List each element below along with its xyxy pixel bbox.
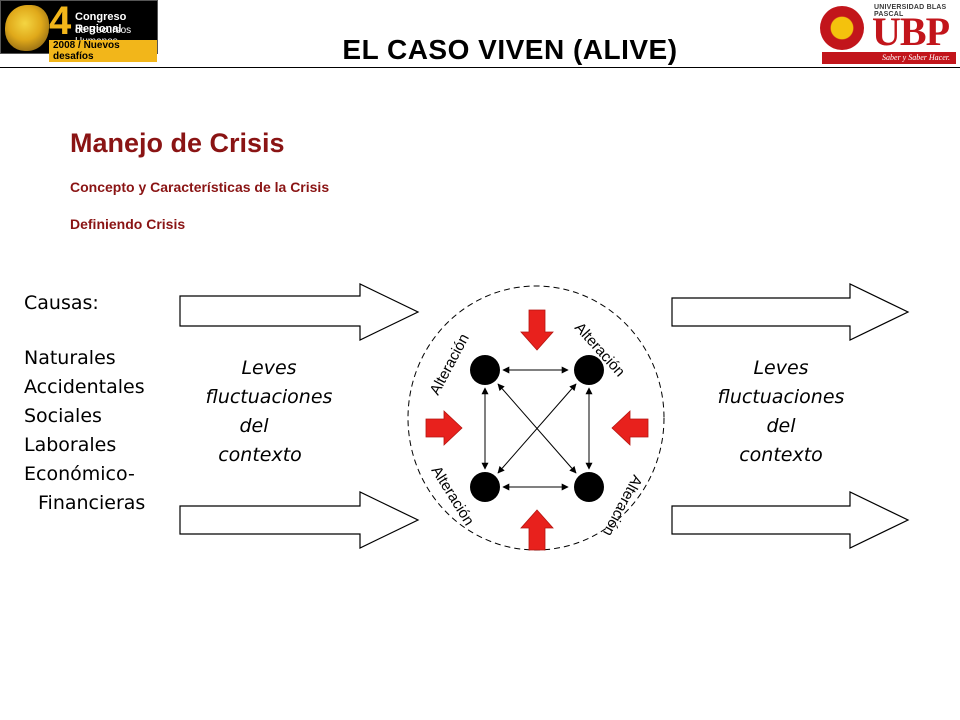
fluctuations-right-text: Leves fluctuaciones del contexto bbox=[700, 354, 862, 470]
fluctuations-right-line: del bbox=[766, 415, 796, 437]
fluctuations-left-line: fluctuaciones bbox=[205, 386, 333, 408]
congress-logo-line1: Congreso Regional bbox=[75, 11, 127, 35]
page-title: EL CASO VIVEN (ALIVE) bbox=[342, 34, 678, 65]
output-arrow-top bbox=[671, 283, 910, 341]
alteration-label-bottom-left: Alteración bbox=[428, 463, 478, 529]
node-bottom-left bbox=[470, 472, 500, 502]
fluctuations-left-line: Leves bbox=[241, 357, 297, 379]
red-arrow-left-icon bbox=[425, 410, 463, 446]
node-bottom-right bbox=[574, 472, 604, 502]
output-arrow-bottom bbox=[671, 491, 910, 549]
university-name: UNIVERSIDAD BLAS PASCAL bbox=[874, 4, 947, 18]
red-arrow-right-icon bbox=[611, 410, 649, 446]
cause-item: Accidentales bbox=[24, 376, 145, 398]
congress-emblem-icon bbox=[5, 5, 49, 51]
red-arrow-bottom-icon bbox=[520, 509, 554, 551]
node-top-left bbox=[470, 355, 500, 385]
congress-logo-number: 4 bbox=[49, 0, 72, 43]
connection-diagonal-up bbox=[497, 383, 577, 474]
node-top-right bbox=[574, 355, 604, 385]
alteration-label-bottom-right: Alteración bbox=[599, 472, 645, 539]
congress-logo: 4 Congreso Regional de Recursos Humanos … bbox=[0, 0, 158, 62]
alteration-label-top-left: Alteración bbox=[427, 331, 473, 398]
input-arrow-bottom bbox=[179, 491, 420, 549]
input-arrow-top bbox=[179, 283, 420, 341]
university-acronym: UBP bbox=[872, 9, 950, 54]
section-title: Manejo de Crisis bbox=[70, 128, 285, 158]
fluctuations-right-line: Leves bbox=[753, 357, 809, 379]
causes-label: Causas: bbox=[24, 292, 99, 314]
cause-item: Financieras bbox=[38, 492, 146, 514]
cause-item: Naturales bbox=[24, 347, 116, 369]
fluctuations-right-line: fluctuaciones bbox=[717, 386, 845, 408]
section-subtitle-definition: Definiendo Crisis bbox=[70, 216, 186, 232]
fluctuations-left-line: del bbox=[239, 415, 269, 437]
university-logo: UNIVERSIDAD BLAS PASCAL UBP Saber y Sabe… bbox=[818, 2, 960, 64]
red-arrow-top-icon bbox=[520, 309, 554, 351]
cause-item: Económico- bbox=[24, 463, 135, 485]
congress-logo-line3: 2008 / Nuevos desafíos bbox=[49, 40, 157, 62]
fluctuations-left-line: contexto bbox=[218, 444, 302, 466]
header-divider bbox=[0, 67, 960, 68]
university-seal-icon bbox=[820, 6, 864, 50]
fluctuations-right-line: contexto bbox=[739, 444, 823, 466]
fluctuations-left-text: Leves fluctuaciones del contexto bbox=[188, 354, 350, 470]
section-subtitle-concept: Concepto y Características de la Crisis bbox=[70, 179, 330, 195]
cause-item: Laborales bbox=[24, 434, 117, 456]
cause-item: Sociales bbox=[24, 405, 102, 427]
university-tagline: Saber y Saber Hacer. bbox=[822, 52, 956, 64]
